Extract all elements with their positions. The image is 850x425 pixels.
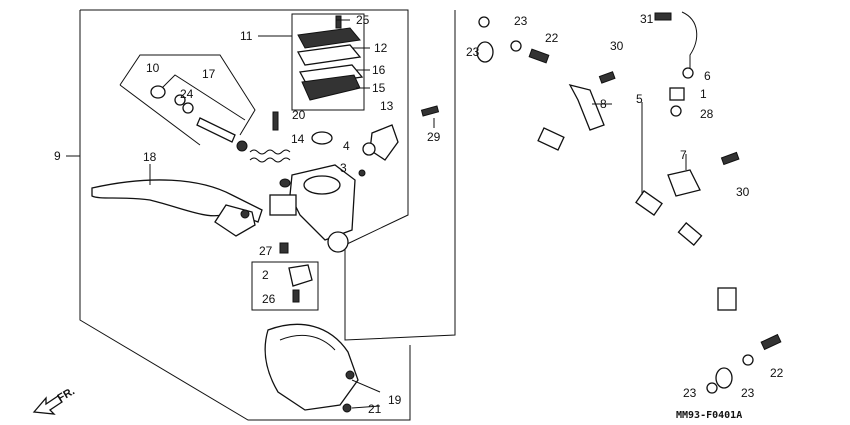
callout-27: 27	[259, 244, 273, 258]
callout-5: 5	[636, 92, 643, 106]
callout-16: 16	[372, 63, 386, 77]
callout-18: 18	[143, 150, 157, 164]
callout-28: 28	[700, 107, 714, 121]
leader-lines	[66, 19, 687, 409]
callout-2: 2	[262, 268, 269, 282]
direction-marker: FR.	[32, 385, 77, 415]
callout-3: 3	[340, 161, 347, 175]
callout-30b: 30	[736, 185, 750, 199]
callout-31: 31	[640, 12, 654, 26]
callout-1: 1	[700, 87, 707, 101]
callout-4: 4	[343, 139, 350, 153]
callout-9: 9	[54, 149, 61, 163]
callout-25: 25	[356, 13, 370, 27]
callout-15: 15	[372, 81, 386, 95]
brake-hose	[476, 41, 737, 389]
master-cylinder	[269, 164, 356, 253]
callout-24: 24	[180, 87, 194, 101]
brake-lever	[91, 179, 263, 237]
callout-10: 10	[146, 61, 160, 75]
callout-22: 22	[545, 31, 559, 45]
callout-13: 13	[380, 99, 394, 113]
reservoir-cap-stack	[296, 15, 364, 101]
callout-20: 20	[292, 108, 306, 122]
callout-26: 26	[262, 292, 276, 306]
fr-label: FR.	[56, 385, 77, 404]
callout-19: 19	[388, 393, 402, 407]
callout-30: 30	[610, 39, 624, 53]
callout-14: 14	[291, 132, 305, 146]
callout-29: 29	[427, 130, 441, 144]
callout-21: 21	[368, 402, 382, 416]
callout-17: 17	[202, 67, 216, 81]
callout-22b: 22	[770, 366, 784, 380]
callout-11: 11	[240, 29, 253, 43]
hardware	[420, 11, 782, 394]
hand-guard	[264, 323, 359, 413]
switch-parts	[272, 111, 399, 303]
callout-23: 23	[466, 45, 480, 59]
piston-set	[150, 85, 333, 163]
callout-23b: 23	[514, 14, 528, 28]
callout-8: 8	[600, 97, 607, 111]
callout-6: 6	[704, 69, 711, 83]
callout-12: 12	[374, 41, 388, 55]
callout-labels: 1 2 3 4 5 6 7 8 9 10 11 12 13 14 15 16 1…	[54, 12, 784, 416]
callout-23d: 23	[741, 386, 755, 400]
callout-23c: 23	[683, 386, 697, 400]
callout-7: 7	[680, 148, 687, 162]
drawing-code: MM93-F0401A	[676, 410, 742, 421]
